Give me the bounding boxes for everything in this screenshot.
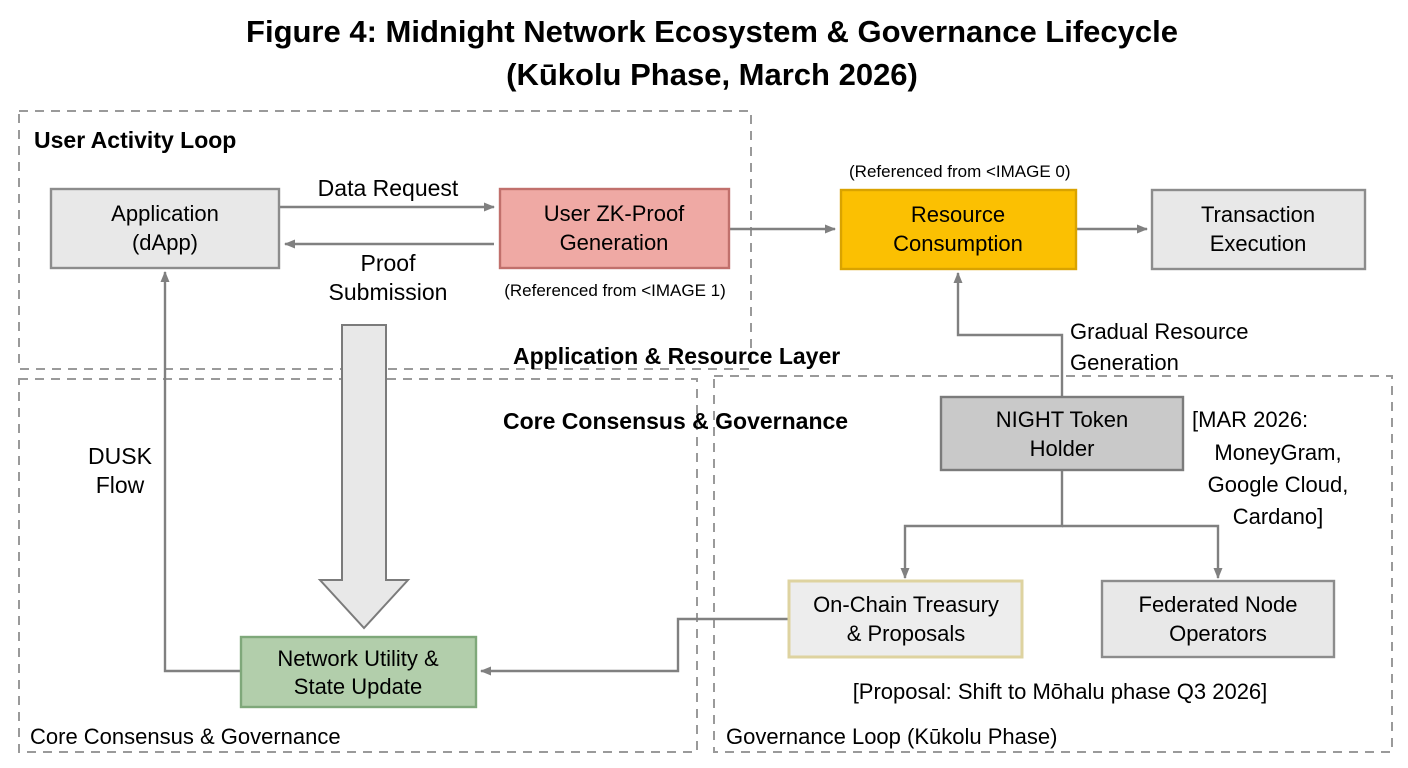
edge-label-data-request: Data Request xyxy=(318,175,459,201)
annotation-mar2026-line3: Google Cloud, xyxy=(1208,472,1349,497)
figure-title-line2: (Kūkolu Phase, March 2026) xyxy=(506,57,918,92)
annotation-mar2026-line1: [MAR 2026: xyxy=(1192,407,1308,432)
connector-treasury-to-network-utility xyxy=(480,617,789,676)
node-network-utility-line1: Network Utility & xyxy=(277,646,439,671)
edge-label-proof-submission-line2: Submission xyxy=(329,279,448,305)
node-zk-proof-generation[interactable]: User ZK-Proof Generation xyxy=(498,187,731,270)
node-application-line1: Application xyxy=(111,201,219,226)
zone-governance-loop-label: Governance Loop (Kūkolu Phase) xyxy=(726,724,1057,749)
edge-label-gradual-resource-line2: Generation xyxy=(1070,350,1179,375)
node-night-token-line2: Holder xyxy=(1030,436,1095,461)
node-application-line2: (dApp) xyxy=(132,230,198,255)
node-federated-nodes-line1: Federated Node xyxy=(1139,592,1298,617)
annotation-ref-image-1: (Referenced from <IMAGE 1) xyxy=(504,281,726,300)
node-network-utility[interactable]: Network Utility & State Update xyxy=(239,635,478,709)
connector-network-utility-to-application xyxy=(160,271,240,673)
connector-night-token-to-resource-consumption xyxy=(953,272,1064,397)
node-federated-node-operators[interactable]: Federated Node Operators xyxy=(1100,579,1336,659)
connector-night-token-to-treasury xyxy=(900,470,1064,579)
annotation-ref-image-0: (Referenced from <IMAGE 0) xyxy=(849,162,1071,181)
node-network-utility-line2: State Update xyxy=(294,674,422,699)
node-transaction-execution-line1: Transaction xyxy=(1201,202,1315,227)
zone-governance-loop xyxy=(713,375,1393,753)
edge-label-dusk-flow-line1: DUSK xyxy=(88,443,153,469)
figure-title-line1: Figure 4: Midnight Network Ecosystem & G… xyxy=(246,14,1178,49)
connector-proof-to-network-utility-block-arrow xyxy=(317,324,411,630)
node-zk-proof-line2: Generation xyxy=(560,230,669,255)
node-night-token-holder[interactable]: NIGHT Token Holder xyxy=(939,395,1185,472)
node-treasury-line1: On-Chain Treasury xyxy=(813,592,999,617)
zone-core-consensus-footer-label: Core Consensus & Governance xyxy=(30,724,341,749)
zone-core-consensus-header-label: Core Consensus & Governance xyxy=(503,408,848,434)
edge-label-gradual-resource-line1: Gradual Resource xyxy=(1070,319,1249,344)
node-on-chain-treasury[interactable]: On-Chain Treasury & Proposals xyxy=(787,579,1024,659)
node-federated-nodes-line2: Operators xyxy=(1169,621,1267,646)
node-resource-consumption-line1: Resource xyxy=(911,202,1005,227)
edge-label-dusk-flow-line2: Flow xyxy=(96,472,145,498)
node-treasury-line2: & Proposals xyxy=(847,621,966,646)
edge-label-proof-submission-line1: Proof xyxy=(361,250,417,276)
zone-application-resource-layer-label: Application & Resource Layer xyxy=(513,343,840,369)
node-zk-proof-line1: User ZK-Proof xyxy=(544,201,685,226)
node-transaction-execution-line2: Execution xyxy=(1210,231,1307,256)
annotation-mar2026-line2: MoneyGram, xyxy=(1214,440,1341,465)
node-night-token-line1: NIGHT Token xyxy=(996,407,1128,432)
node-application[interactable]: Application (dApp) xyxy=(49,187,281,270)
node-transaction-execution[interactable]: Transaction Execution xyxy=(1150,188,1367,271)
annotation-mar2026-line4: Cardano] xyxy=(1233,504,1324,529)
annotation-proposal: [Proposal: Shift to Mōhalu phase Q3 2026… xyxy=(853,679,1268,704)
node-resource-consumption-line2: Consumption xyxy=(893,231,1023,256)
connector-night-token-to-federated-nodes xyxy=(1062,524,1223,579)
zone-user-activity-loop-title: User Activity Loop xyxy=(34,127,236,153)
node-resource-consumption[interactable]: Resource Consumption xyxy=(839,188,1078,271)
